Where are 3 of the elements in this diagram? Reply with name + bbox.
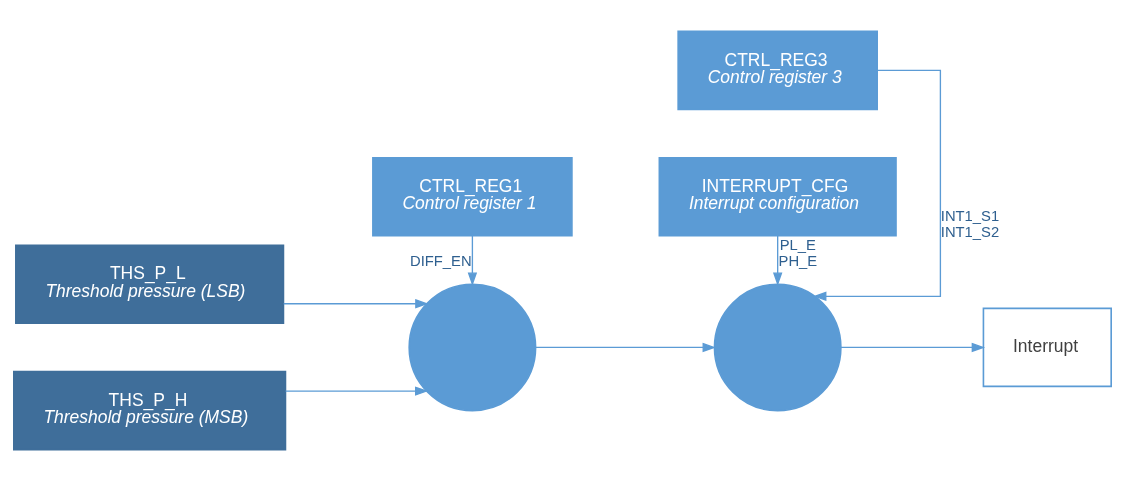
edge-label: DIFF_EN	[410, 253, 472, 270]
edge-label: INT1_S1 INT1_S2	[940, 208, 1000, 241]
edge-label: PL_E PH_E	[778, 237, 818, 270]
